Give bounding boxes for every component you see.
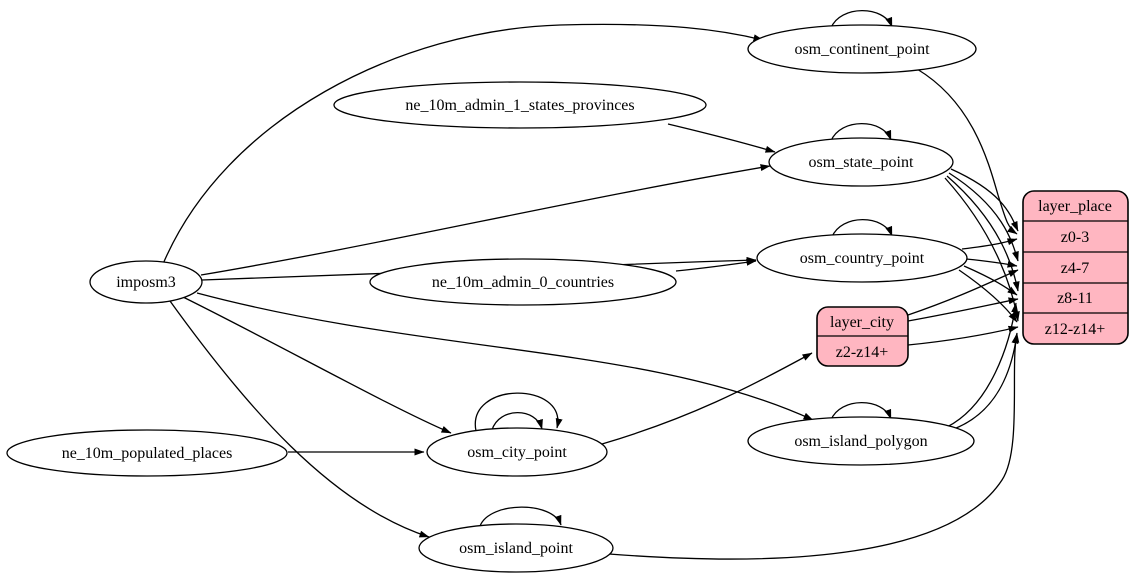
- edge-osm_state_point-layer_place-z4-7: [948, 172, 1019, 262]
- node-osm_state_point: osm_state_point: [768, 137, 954, 187]
- edge-osm_country_point-layer_place-z0-3: [961, 238, 1018, 250]
- edge-osm_continent_point-layer_place-z0-3: [916, 68, 1018, 235]
- selfloop-osm_country_point: [831, 218, 893, 238]
- edge-layer_city-layer_place-z4-7: [907, 269, 1019, 316]
- edge-osm_country_point-layer_place-z12-z14: [958, 269, 1018, 323]
- imposm3-label: imposm3: [116, 274, 176, 291]
- edge-group: [162, 9, 1020, 560]
- ne_10m_admin_1_states_provinces-ellipse: [333, 81, 707, 129]
- osm_island_polygon-label: osm_island_polygon: [794, 433, 927, 450]
- selfloop-inner-osm_city_point: [491, 411, 543, 431]
- edge-imposm3-osm_state_point: [200, 164, 771, 276]
- layer_place-row-z0-3: z0-3: [1061, 229, 1089, 246]
- osm_island_point-ellipse: [418, 523, 614, 573]
- edge-ne_10m_admin_0_countries-osm_country_point: [675, 258, 757, 272]
- layer_place-row-z12-z14: z12-z14+: [1045, 321, 1106, 338]
- edge-layer_city-layer_place-z8-11: [907, 297, 1019, 322]
- node-osm_island_point: osm_island_point: [418, 523, 614, 573]
- osm_island_point-label: osm_island_point: [459, 540, 573, 557]
- edge-osm_state_point-layer_place-z8-11: [946, 175, 1020, 292]
- node-osm_continent_point: osm_continent_point: [747, 24, 977, 74]
- selfloop-osm_state_point: [830, 122, 892, 142]
- layer_city-row-z2-z14: z2-z14+: [836, 344, 889, 361]
- osm_continent_point-label: osm_continent_point: [794, 41, 930, 58]
- osm_state_point-ellipse: [768, 137, 954, 187]
- layer_place-row-z4-7: z4-7: [1061, 260, 1089, 277]
- node-imposm3: imposm3: [89, 260, 203, 304]
- edge-osm_island_point-layer_place-z12-z14: [608, 333, 1019, 560]
- ne_10m_populated_places-ellipse: [6, 429, 288, 477]
- ne_10m_admin_0_countries-label: ne_10m_admin_0_countries: [432, 274, 614, 291]
- osm_state_point-label: osm_state_point: [809, 154, 914, 171]
- selfloop-osm_island_point: [479, 506, 562, 527]
- edge-osm_city_point-layer_city-z2-z14: [601, 352, 813, 445]
- edge-osm_island_polygon-layer_place-z12-z14: [950, 332, 1020, 431]
- layer_city-title: layer_city: [830, 314, 894, 331]
- osm_country_point-label: osm_country_point: [800, 250, 925, 267]
- layer_place-title: layer_place: [1038, 198, 1112, 215]
- node-osm_country_point: osm_country_point: [756, 233, 968, 283]
- selfloop-osm_island_polygon: [830, 401, 892, 421]
- node-osm_city_point: osm_city_point: [426, 427, 608, 477]
- ne_10m_admin_1_states_provinces-label: ne_10m_admin_1_states_provinces: [405, 97, 634, 114]
- ne_10m_admin_0_countries-ellipse: [369, 258, 677, 306]
- edge-imposm3-osm_continent_point: [162, 23, 764, 265]
- osm_city_point-ellipse: [426, 427, 608, 477]
- osm_city_point-label: osm_city_point: [467, 444, 567, 461]
- edge-imposm3-osm_city_point: [182, 296, 452, 434]
- osm_country_point-ellipse: [756, 233, 968, 283]
- edge-imposm3-osm_island_point: [169, 300, 430, 538]
- edge-layer_city-layer_place-z12-z14: [907, 325, 1019, 346]
- record-layer_place: layer_place z0-3 z4-7 z8-11 z12-z14+: [1022, 190, 1129, 345]
- edge-imposm3-osm_island_polygon: [196, 292, 814, 421]
- edge-osm_country_point-layer_place-z4-7: [965, 258, 1018, 268]
- edge-osm_island_polygon-layer_place-z8-11: [946, 302, 1019, 428]
- selfloop-outer-osm_city_point: [474, 392, 563, 432]
- layer_place-box: [1022, 190, 1129, 345]
- edge-ne_10m_admin_1_states_provinces-osm_state_point: [667, 123, 776, 153]
- layer_place-row-z8-11: z8-11: [1057, 290, 1093, 307]
- osm_continent_point-ellipse: [747, 24, 977, 74]
- selfloop-osm_continent_point: [830, 9, 893, 29]
- node-osm_island_polygon: osm_island_polygon: [747, 416, 975, 466]
- node-ne_10m_admin_0_countries: ne_10m_admin_0_countries: [369, 258, 677, 306]
- osm_island_polygon-ellipse: [747, 416, 975, 466]
- edge-osm_state_point-layer_place-z0-3: [950, 168, 1019, 232]
- node-ne_10m_admin_1_states_provinces: ne_10m_admin_1_states_provinces: [333, 81, 707, 129]
- edge-osm_country_point-layer_place-z8-11: [963, 265, 1018, 296]
- ne_10m_populated_places-label: ne_10m_populated_places: [62, 445, 233, 462]
- record-layer_city: layer_city z2-z14+: [816, 306, 909, 367]
- imposm3-ellipse: [89, 260, 203, 304]
- node-ne_10m_populated_places: ne_10m_populated_places: [6, 429, 288, 477]
